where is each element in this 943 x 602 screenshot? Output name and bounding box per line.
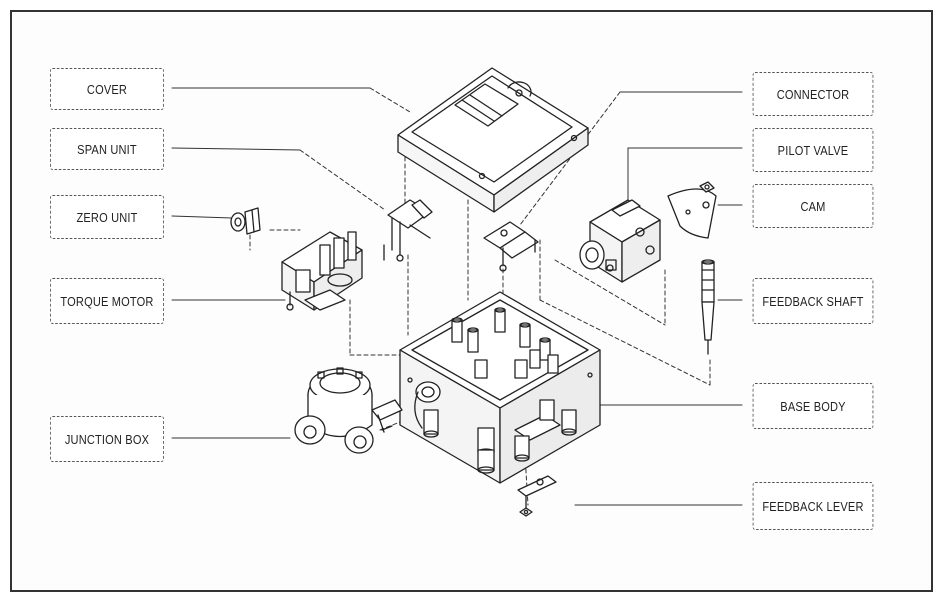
label-junction-box: JUNCTION BOX: [50, 416, 164, 462]
label-feedback-lever: FEEDBACK LEVER: [752, 482, 874, 530]
cam-part: [667, 181, 717, 239]
label-torque-motor: TORQUE MOTOR: [50, 278, 164, 324]
cover-part: [397, 67, 589, 213]
label-feedback-shaft: FEEDBACK SHAFT: [752, 278, 874, 324]
leader-lines: [171, 87, 743, 506]
junction-box-part: [294, 367, 403, 454]
zero-unit-part: [230, 207, 261, 235]
feedback-shaft-part: [701, 259, 715, 355]
label-pilot-valve: PILOT VALVE: [752, 128, 874, 172]
connector-part: [483, 221, 539, 272]
feedback-lever-part: [517, 475, 557, 517]
label-connector: CONNECTOR: [752, 72, 874, 116]
label-cover: COVER: [50, 68, 164, 110]
span-unit-part: [383, 199, 433, 262]
label-zero-unit: ZERO UNIT: [50, 195, 164, 239]
pilot-valve-part: [579, 199, 661, 283]
base-body-part: [399, 291, 601, 484]
label-cam: CAM: [752, 184, 874, 228]
torque-motor-part: [281, 231, 363, 311]
label-base-body: BASE BODY: [752, 383, 874, 429]
label-span-unit: SPAN UNIT: [50, 128, 164, 170]
